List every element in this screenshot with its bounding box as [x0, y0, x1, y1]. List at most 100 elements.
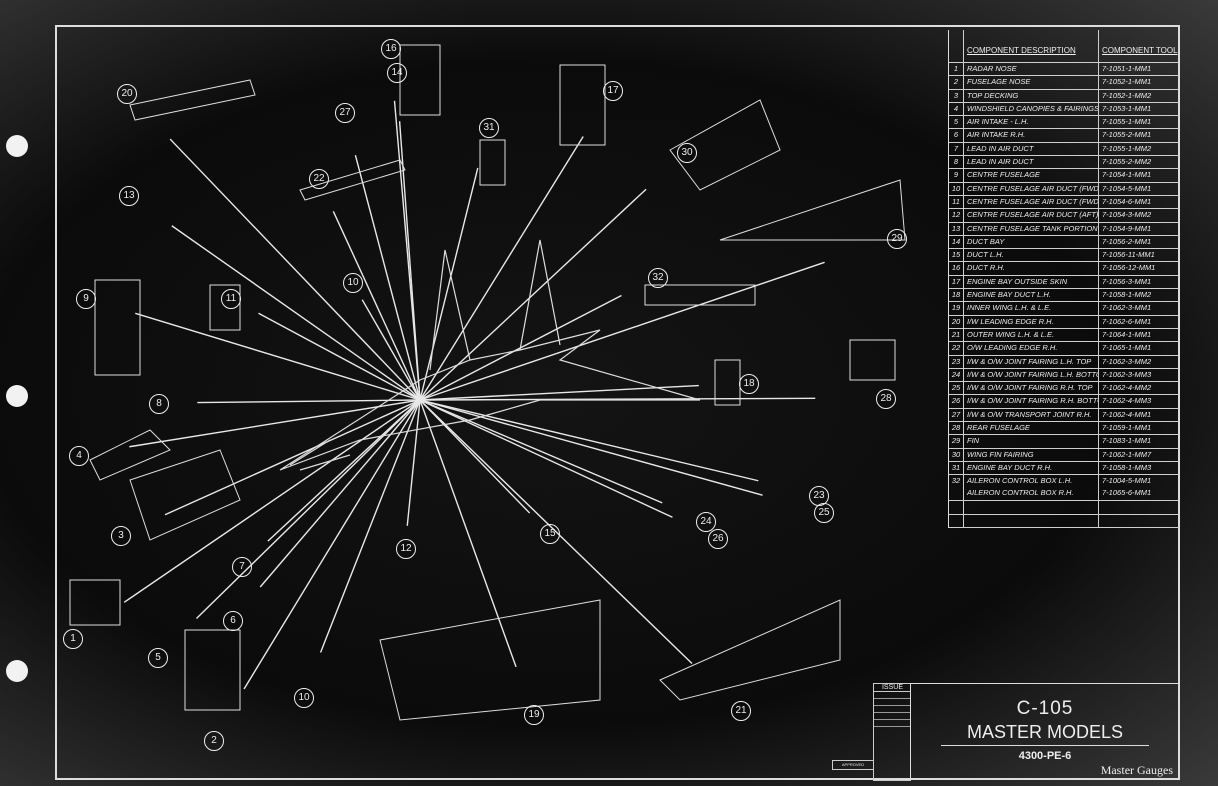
table-row: 4Windshield Canopies & Fairings7-1053-1-…	[949, 102, 1179, 117]
header-description: Component Description	[964, 30, 1099, 62]
table-row: 19Inner Wing L.H. & L.E.7-1062-3-MM1	[949, 302, 1179, 316]
leader-arrow	[319, 399, 421, 653]
empty-row	[949, 514, 1179, 528]
callout-20: 20	[117, 84, 137, 104]
callout-24: 24	[696, 512, 716, 532]
table-row: 28Rear Fuselage7-1059-1-MM1	[949, 422, 1179, 436]
callout-4: 4	[69, 446, 89, 466]
callout-3: 3	[111, 526, 131, 546]
issue-box: ISSUE	[873, 683, 911, 781]
callout-16: 16	[381, 39, 401, 59]
callout-11: 11	[221, 289, 241, 309]
leader-arrow	[419, 188, 647, 401]
callout-12: 12	[396, 539, 416, 559]
table-row: 27I/W & O/W Transport Joint R.H.7-1062-4…	[949, 408, 1179, 423]
leader-arrow	[258, 312, 421, 401]
drawing-title: MASTER MODELS	[966, 722, 1124, 742]
aircraft-outline	[279, 239, 701, 471]
leader-arrow	[259, 399, 421, 588]
table-row: 13Centre Fuselage Tank Portion7-1054-9-M…	[949, 222, 1179, 236]
table-row: 11Centre Fuselage Air Duct (Fwd) R.H.7-1…	[949, 195, 1179, 210]
table-row: 24I/W & O/W Joint Fairing L.H. Bottom7-1…	[949, 368, 1179, 383]
footer-label: Master Gauges	[1100, 763, 1173, 777]
table-row: 22O/W Leading Edge R.H.7-1065-1-MM1	[949, 342, 1179, 356]
leader-arrow	[419, 399, 531, 514]
table-row: 12Centre Fuselage Air Duct (Aft) L.H./R.…	[949, 209, 1179, 223]
leader-arrow	[419, 399, 517, 668]
callout-28: 28	[876, 389, 896, 409]
leader-arrow	[267, 399, 421, 542]
callout-7: 7	[232, 557, 252, 577]
callout-25: 25	[814, 503, 834, 523]
empty-row	[949, 501, 1179, 515]
callout-5: 5	[148, 648, 168, 668]
table-row: 9Centre Fuselage7-1054-1-MM1	[949, 169, 1179, 183]
leader-arrow	[135, 312, 421, 401]
table-row: 3Top Decking7-1052-1-MM2	[949, 89, 1179, 103]
leader-arrow	[419, 261, 825, 401]
table-row: 23I/W & O/W Joint Fairing L.H. Top7-1062…	[949, 355, 1179, 369]
callout-30: 30	[677, 143, 697, 163]
leader-arrow	[169, 138, 421, 401]
leader-arrow	[419, 397, 816, 401]
header-tool: Component Tool	[1102, 46, 1178, 55]
callout-8: 8	[149, 394, 169, 414]
callout-29: 29	[887, 229, 907, 249]
leader-arrow	[243, 399, 421, 690]
table-header: Component Description Component Tool	[949, 30, 1179, 63]
callout-31: 31	[479, 118, 499, 138]
callout-19: 19	[524, 705, 544, 725]
callout-18: 18	[739, 374, 759, 394]
leader-arrow	[406, 399, 421, 526]
table-row: 14Duct Bay7-1056-2-MM1	[949, 235, 1179, 250]
callout-22: 22	[309, 169, 329, 189]
leader-arrow	[123, 399, 421, 603]
table-row: 5Air Intake - L.H.7-1055-1-MM1	[949, 116, 1179, 130]
callout-15: 15	[540, 524, 560, 544]
component-table: Component Description Component Tool 1Ra…	[948, 30, 1180, 528]
leader-arrow	[393, 100, 421, 401]
table-row: 2Fuselage Nose7-1052-1-MM1	[949, 76, 1179, 90]
leader-arrow	[197, 399, 421, 404]
callout-32: 32	[648, 268, 668, 288]
leader-arrow	[419, 399, 673, 518]
callout-13: 13	[119, 186, 139, 206]
callout-17: 17	[603, 81, 623, 101]
leader-arrow	[129, 399, 421, 448]
table-row: 15Duct L.H.7-1056-11-MM1	[949, 249, 1179, 263]
leader-arrow	[419, 384, 699, 401]
callout-10: 10	[343, 273, 363, 293]
callout-27: 27	[335, 103, 355, 123]
leader-arrow	[419, 399, 763, 496]
punch-hole	[6, 385, 28, 407]
leader-arrow	[419, 399, 663, 504]
leader-arrow	[164, 399, 421, 516]
punch-hole	[6, 135, 28, 157]
leader-arrow	[354, 155, 421, 401]
table-row: 26I/W & O/W Joint Fairing R.H. Bottom7-1…	[949, 395, 1179, 409]
table-row: 16Duct R.H.7-1056-12-MM1	[949, 262, 1179, 276]
leader-arrow	[332, 211, 421, 401]
leader-arrow	[195, 399, 421, 619]
table-row: 8Lead In Air Duct7-1055-2-MM2	[949, 156, 1179, 170]
callout-9: 9	[76, 289, 96, 309]
project-number: C-105	[1016, 698, 1074, 719]
title-block: C-105 MASTER MODELS 4300-PE-6 Master Gau…	[910, 683, 1179, 780]
callout-10: 10	[294, 688, 314, 708]
leader-arrow	[419, 167, 479, 401]
leader-arrow	[419, 136, 584, 401]
callout-26: 26	[708, 529, 728, 549]
table-row: 20I/W Leading Edge R.H.7-1062-6-MM1	[949, 315, 1179, 329]
callout-6: 6	[223, 611, 243, 631]
table-row: 25I/W & O/W Joint Fairing R.H. Top7-1062…	[949, 382, 1179, 396]
callout-2: 2	[204, 731, 224, 751]
punch-hole	[6, 660, 28, 682]
table-row: 32 Aileron Control Box L.H.Aileron Contr…	[949, 475, 1179, 502]
table-row: 18Engine Bay Duct L.H.7-1058-1-MM2	[949, 289, 1179, 303]
table-row: 21Outer Wing L.H. & L.E.7-1064-1-MM1	[949, 328, 1179, 343]
table-row: 10Centre Fuselage Air Duct (Fwd) L.H.7-1…	[949, 182, 1179, 196]
table-row: 31Engine Bay Duct R.H.7-1058-1-MM3	[949, 461, 1179, 476]
table-row: 7Lead In Air Duct7-1055-1-MM2	[949, 142, 1179, 157]
leader-arrow	[171, 225, 421, 401]
